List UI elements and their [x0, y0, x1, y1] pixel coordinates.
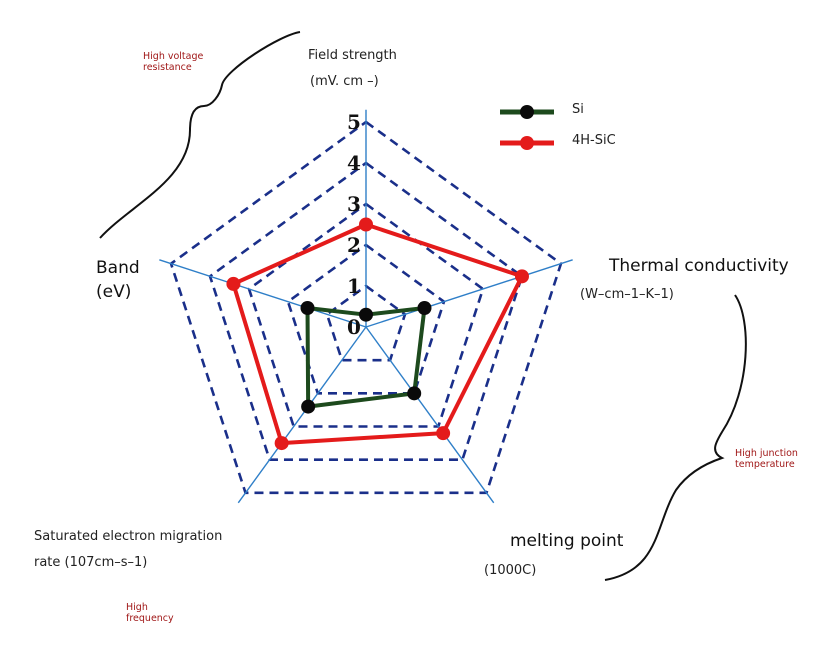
grid-ring-3	[247, 202, 485, 428]
grid-ring-4	[208, 161, 524, 461]
series-1-point-1	[514, 269, 529, 284]
axis-spoke-4	[159, 259, 367, 328]
series-0-point-4	[300, 300, 315, 315]
axis-spoke-1	[365, 259, 573, 328]
tick-label-1: 1	[347, 274, 361, 298]
grid-ring-5	[169, 120, 563, 495]
brace-layer	[99, 31, 747, 581]
axis-layer	[159, 109, 573, 504]
annotation-high-voltage: High voltage resistance	[143, 51, 204, 73]
axis-unit-band: (eV)	[96, 282, 132, 302]
series-1-point-2	[436, 426, 451, 441]
series-0-point-2	[407, 386, 422, 401]
tick-label-4: 4	[347, 151, 361, 175]
series-0-point-3	[301, 399, 316, 414]
axis-label-band: Band	[96, 258, 140, 278]
series-1-point-0	[359, 217, 373, 232]
annotation-high-junction: High junction temperature	[735, 448, 798, 470]
axis-label-saturated-electron: Saturated electron migration	[34, 529, 223, 544]
axis-label-thermal-conductivity: Thermal conductivity	[609, 256, 789, 276]
tick-label-3: 3	[347, 192, 361, 216]
axis-spoke-3	[237, 326, 367, 504]
legend-label-si: Si	[572, 102, 584, 117]
axis-unit-saturated-electron: rate (107cm–s–1)	[34, 555, 148, 570]
axis-label-field-strength: Field strength	[308, 48, 397, 63]
brace-right	[604, 294, 747, 581]
tick-label-2: 2	[347, 233, 361, 257]
tick-label-5: 5	[347, 110, 361, 134]
axis-unit-field-strength: (mV. cm –)	[310, 74, 379, 89]
axis-label-melting-point: melting point	[510, 531, 624, 551]
axis-spoke-2	[365, 326, 495, 504]
annotation-high-frequency: High frequency	[126, 602, 174, 624]
tick-layer: 0 1 2 3 4 5	[347, 110, 361, 339]
legend-label-sic: 4H-SiC	[572, 133, 616, 148]
series-0-point-0	[359, 307, 373, 322]
series-1-point-4	[226, 276, 241, 291]
legend	[500, 105, 554, 150]
series-0-point-1	[417, 300, 432, 315]
axis-unit-melting-point: (1000C)	[484, 563, 537, 578]
axis-unit-thermal-conductivity: (W–cm–1–K–1)	[580, 287, 674, 302]
legend-marker-sic	[520, 136, 534, 150]
tick-label-0: 0	[347, 315, 361, 339]
grid-ring-2	[286, 243, 446, 395]
series-line-1	[231, 222, 524, 446]
brace-top-left	[99, 31, 301, 239]
legend-marker-si	[520, 105, 534, 119]
series-1-point-3	[274, 436, 289, 451]
series-layer	[226, 217, 529, 451]
series-line-0	[305, 305, 427, 409]
